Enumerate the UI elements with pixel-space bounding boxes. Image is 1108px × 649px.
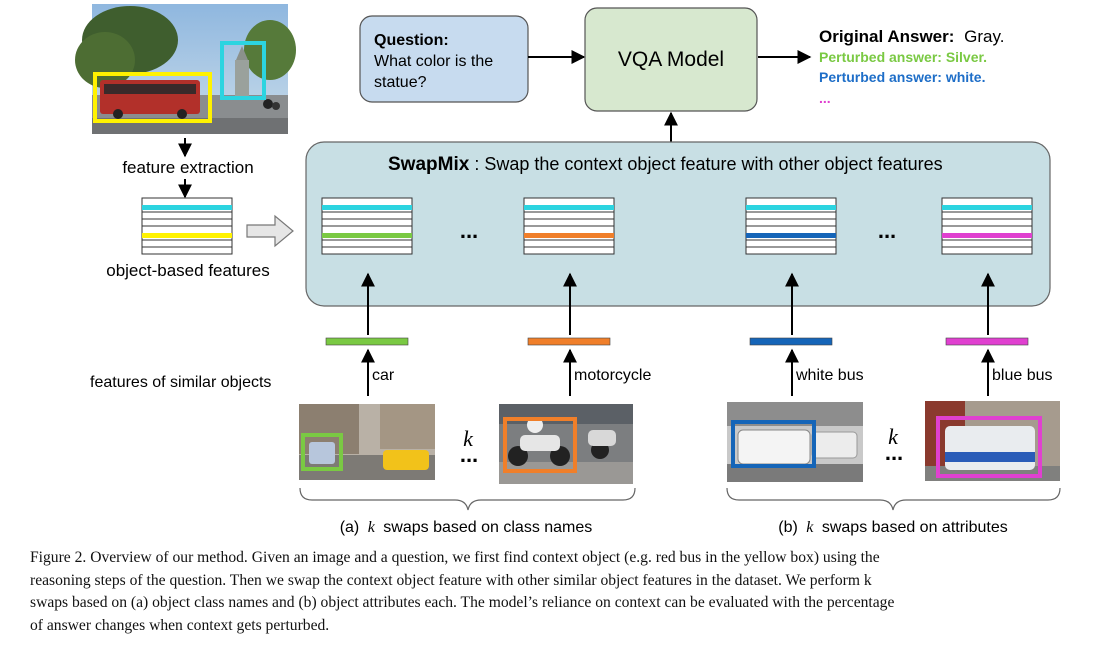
group-label-a-prefix: (a) (340, 519, 360, 536)
original-answer-label: Original Answer: (819, 27, 954, 46)
context-feature-bar (942, 205, 1032, 210)
question-line-1: What color is the (374, 53, 493, 70)
blue-bus-example-image (925, 401, 1060, 481)
k-symbol-a: k (463, 426, 474, 451)
swap-feature-blue-bus: blue bus (945, 272, 1053, 396)
examples-ellipsis-a: ... (460, 442, 478, 467)
perturbed-answer-2: Perturbed answer: white. (819, 69, 985, 85)
swapmix-box (305, 141, 1051, 307)
group-label-b-suffix: swaps based on attributes (822, 519, 1008, 536)
car-box (301, 433, 343, 471)
object-based-features-label: object-based features (106, 261, 270, 280)
swapped-feature-bar (942, 233, 1032, 238)
context-feature-bar (746, 205, 836, 210)
context-object-box (93, 72, 212, 123)
group-label-a-suffix: swaps based on class names (383, 519, 592, 536)
swapmix-description: : Swap the context object feature with o… (474, 154, 942, 174)
features-similar-objects-label: features of similar objects (90, 374, 271, 391)
vqa-model-label: VQA Model (618, 48, 724, 71)
swap-feature-white-bus: white bus (749, 272, 864, 396)
swap-object-label: motorcycle (574, 367, 651, 384)
swap-feature-bar (945, 337, 1029, 346)
motorcycle-example-image (499, 404, 633, 484)
swap-feature-bar (325, 337, 409, 346)
swapmix-name: SwapMix (388, 154, 470, 175)
caption-line-1: Figure 2. Overview of our method. Given … (30, 549, 880, 566)
figure-caption: Figure 2. Overview of our method. Given … (30, 547, 1098, 637)
vqa-model-box (584, 7, 758, 112)
blue-bus-box (936, 416, 1042, 478)
group-label-attributes: (b) k swaps based on attributes (778, 519, 1007, 536)
group-label-b-prefix: (b) (778, 519, 798, 536)
swapped-stack-blue-bus (941, 197, 1033, 255)
original-answer: Original Answer: Gray. (819, 27, 1004, 46)
question-object-box (220, 41, 266, 100)
swap-feature-car: car (325, 272, 409, 396)
swap-feature-bar (749, 337, 833, 346)
context-feature-bar (142, 205, 232, 210)
swapped-feature-stacks (321, 197, 1033, 255)
swap-object-label: white bus (795, 367, 864, 384)
swapmix-title: SwapMix : Swap the context object featur… (388, 154, 943, 175)
object-feature-bar (142, 233, 232, 238)
caption-line-3: swaps based on (a) object class names an… (30, 594, 895, 611)
group-label-b-k: k (806, 519, 814, 536)
swapped-stack-motorcycle (523, 197, 615, 255)
question-box (359, 15, 529, 103)
brace-attributes (726, 487, 1061, 511)
swapped-feature-bar (322, 233, 412, 238)
context-feature-bar (322, 205, 412, 210)
caption-line-2: reasoning steps of the question. Then we… (30, 571, 872, 589)
swapmix-ellipsis-right: ... (878, 218, 896, 243)
swapped-stack-car (321, 197, 413, 255)
swapped-feature-bar (524, 233, 614, 238)
swap-feature-motorcycle: motorcycle (527, 272, 651, 396)
group-label-class-names: (a) k swaps based on class names (340, 519, 593, 536)
input-scene-image (75, 4, 296, 134)
swap-object-label: blue bus (992, 367, 1053, 384)
object-feature-stack (141, 197, 233, 255)
caption-line-4: of answer changes when context gets pert… (30, 616, 330, 634)
k-symbol-b: k (888, 424, 899, 449)
swap-object-label: car (372, 367, 395, 384)
swapped-stack-white-bus (745, 197, 837, 255)
swapmix-ellipsis-left: ... (460, 218, 478, 243)
group-label-a-k: k (368, 519, 376, 536)
white-bus-box (731, 420, 816, 468)
context-feature-bar (524, 205, 614, 210)
original-answer-value: Gray. (964, 27, 1004, 46)
perturbed-answer-1: Perturbed answer: Silver. (819, 49, 987, 65)
motorcycle-box (503, 417, 577, 473)
swapped-feature-bar (746, 233, 836, 238)
question-line-2: statue? (374, 74, 427, 91)
car-example-image (299, 404, 435, 480)
brace-class-names (299, 487, 636, 511)
swap-features: car motorcycle white bus blue bus (325, 272, 1053, 396)
question-label: Question: (374, 32, 449, 49)
block-arrow-into-swapmix (246, 214, 294, 248)
feature-extraction-label: feature extraction (122, 158, 253, 177)
swap-feature-bar (527, 337, 611, 346)
more-answers-ellipsis: ... (819, 90, 831, 106)
examples-ellipsis-b: ... (885, 440, 903, 465)
white-bus-example-image (727, 402, 863, 482)
